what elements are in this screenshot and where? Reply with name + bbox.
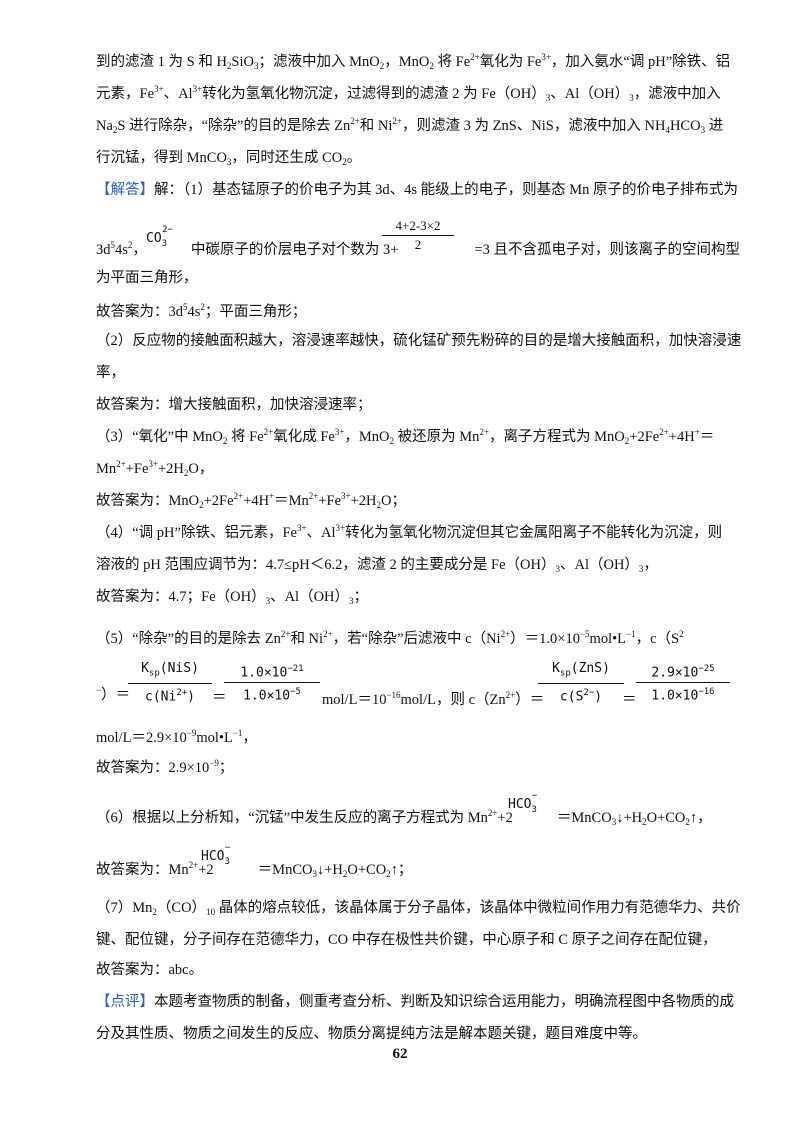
- text-line: Mn2++Fe3++2H2O，: [96, 459, 214, 478]
- text-line: 率，: [96, 365, 125, 381]
- text-line: 故答案为：Mn2++2＝MnCO3↓+H2O+CO2↑；: [96, 860, 413, 879]
- ksp-nis-fraction: Ksp(NiS)c(Ni2+): [128, 661, 212, 705]
- text-line: （6）根据以上分析知，“沉锰”中发生反应的离子方程式为 Mn2++2＝MnCO3…: [96, 808, 712, 827]
- text-line: 故答案为：abc。: [96, 962, 204, 978]
- text-line: 到的滤渣 1 为 S 和 H2SiO3；滤液中加入 MnO2，MnO2 将 Fe…: [96, 52, 731, 71]
- text-line: 【点评】本题考查物质的制备，侧重考查分析、判断及知识综合运用能力，明确流程图中各…: [96, 994, 734, 1010]
- text-line: ＝: [212, 690, 227, 706]
- text-line: （5）“除杂”的目的是除去 Zn2+和 Ni2+，若“除杂”后滤液中 c（Ni2…: [96, 629, 684, 648]
- text-line: 故答案为：3d54s2；平面三角形；: [96, 302, 307, 321]
- bicarbonate-ion: HCO3−: [201, 843, 231, 867]
- text-line: −）＝: [96, 685, 131, 704]
- text-line: 故答案为：4.7；Fe（OH）3、Al（OH）3；: [96, 589, 369, 606]
- text-line: 行沉锰，得到 MnCO3，同时还生成 CO2。: [96, 150, 362, 167]
- text-line: 溶液的 pH 范围应调节为：4.7≤pH＜6.2，滤渣 2 的主要成分是 Fe（…: [96, 557, 658, 574]
- text-line: （7）Mn2（CO）10 晶体的熔点较低，该晶体属于分子晶体，该晶体中微粒间作用…: [96, 900, 741, 917]
- text-line: 【解答】解：（1）基态锰原子的价电子为其 3d、4s 能级上的电子，则基态 Mn…: [96, 182, 739, 198]
- text-line: ＝: [622, 692, 637, 708]
- text-line: 分及其性质、物质之间发生的反应、物质分离提纯方法是解本题关键，题目难度中等。: [96, 1026, 647, 1042]
- ksp-zns-fraction: Ksp(ZnS)c(S2−): [538, 661, 624, 705]
- carbonate-ion: CO32−: [146, 225, 173, 249]
- bicarbonate-ion: HCO3−: [508, 791, 538, 815]
- text-line: （3）“氧化”中 MnO2 将 Fe2+氧化成 Fe3+，MnO2 被还原为 M…: [96, 427, 715, 446]
- solve-label: 【解答】: [96, 182, 154, 198]
- text-line: 故答案为：MnO2+2Fe2++4H+＝Mn2++Fe3++2H2O；: [96, 491, 407, 510]
- text-line: （2）反应物的接触面积越大，溶浸速率越快，硫化锰矿预先粉碎的目的是增大接触面积，…: [96, 333, 742, 349]
- text-line: mol/L＝10−16mol/L，则 c（Zn2+）＝: [322, 690, 545, 709]
- text-line: 故答案为：增大接触面积，加快溶浸速率；: [96, 397, 372, 413]
- text-line: 键、配位键，分子间存在范德华力，CO 中存在极性共价键，中心原子和 C 原子之间…: [96, 932, 717, 948]
- comment-label: 【点评】: [96, 994, 154, 1010]
- text-line: 3d54s2，中碳原子的价层电子对个数为 3+=3 且不含孤电子对，则该离子的空…: [96, 240, 741, 259]
- text-line: （4）“调 pH”除铁、铝元素，Fe3+、Al3+转化为氢氧化物沉淀但其它金属阳…: [96, 523, 723, 542]
- text-line: Na2S 进行除杂，“除杂”的目的是除去 Zn2+和 Ni2+，则滤渣 3 为 …: [96, 116, 724, 135]
- text-line: 故答案为：2.9×10−9；: [96, 758, 234, 777]
- page-number: 62: [392, 1046, 408, 1062]
- text-line: 为平面三角形，: [96, 270, 198, 286]
- text-line: mol/L＝2.9×10−9mol•L−1，: [96, 728, 257, 747]
- text-line: 元素，Fe3+、Al3+转化为氢氧化物沉淀，过滤得到的滤渣 2 为 Fe（OH）…: [96, 84, 721, 103]
